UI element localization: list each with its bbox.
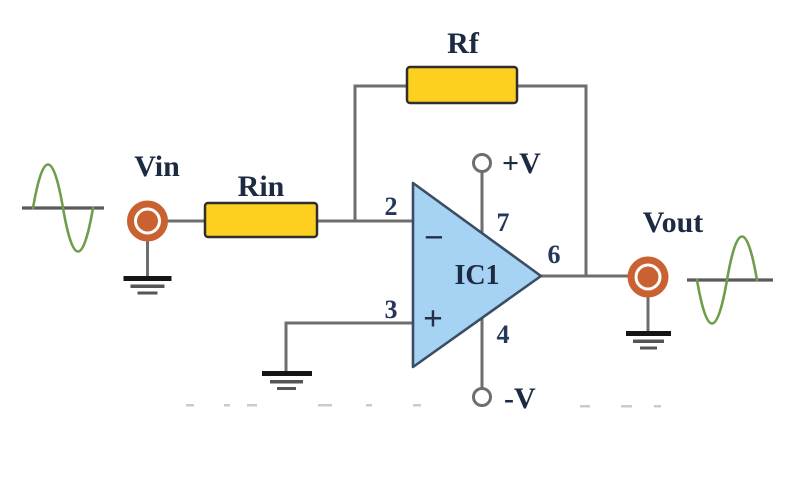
rf-resistor <box>405 65 519 105</box>
inverting-input-sign: − <box>424 218 444 257</box>
noninverting-ground-icon <box>262 371 312 390</box>
opamp-triangle <box>411 181 543 369</box>
pin7-label: 7 <box>497 208 510 237</box>
negative-supply-label: -V <box>504 382 536 415</box>
pin3-label: 3 <box>385 295 398 324</box>
vin-terminal <box>127 200 168 242</box>
vout-terminal <box>627 256 669 298</box>
negative-supply-terminal <box>472 387 492 407</box>
opamp-name-label: IC1 <box>454 260 499 291</box>
pin2-label: 2 <box>385 192 398 221</box>
input-signal-sine-icon <box>22 163 104 253</box>
vout-label: Vout <box>643 206 704 239</box>
rin-label: Rin <box>238 170 285 203</box>
output-signal-sine-icon <box>687 235 773 325</box>
wires <box>146 84 650 391</box>
rin-resistor <box>203 201 319 239</box>
vout-ground-icon <box>626 331 671 350</box>
vin-label: Vin <box>134 150 180 183</box>
bottom-artifact-dashes <box>186 404 661 408</box>
pin4-label: 4 <box>497 320 510 349</box>
positive-supply-label: +V <box>502 147 541 180</box>
positive-supply-terminal <box>472 153 492 173</box>
noninverting-input-sign: + <box>423 299 443 338</box>
rf-label: Rf <box>447 27 480 60</box>
vin-ground-icon <box>123 276 172 295</box>
pin6-label: 6 <box>548 240 561 269</box>
